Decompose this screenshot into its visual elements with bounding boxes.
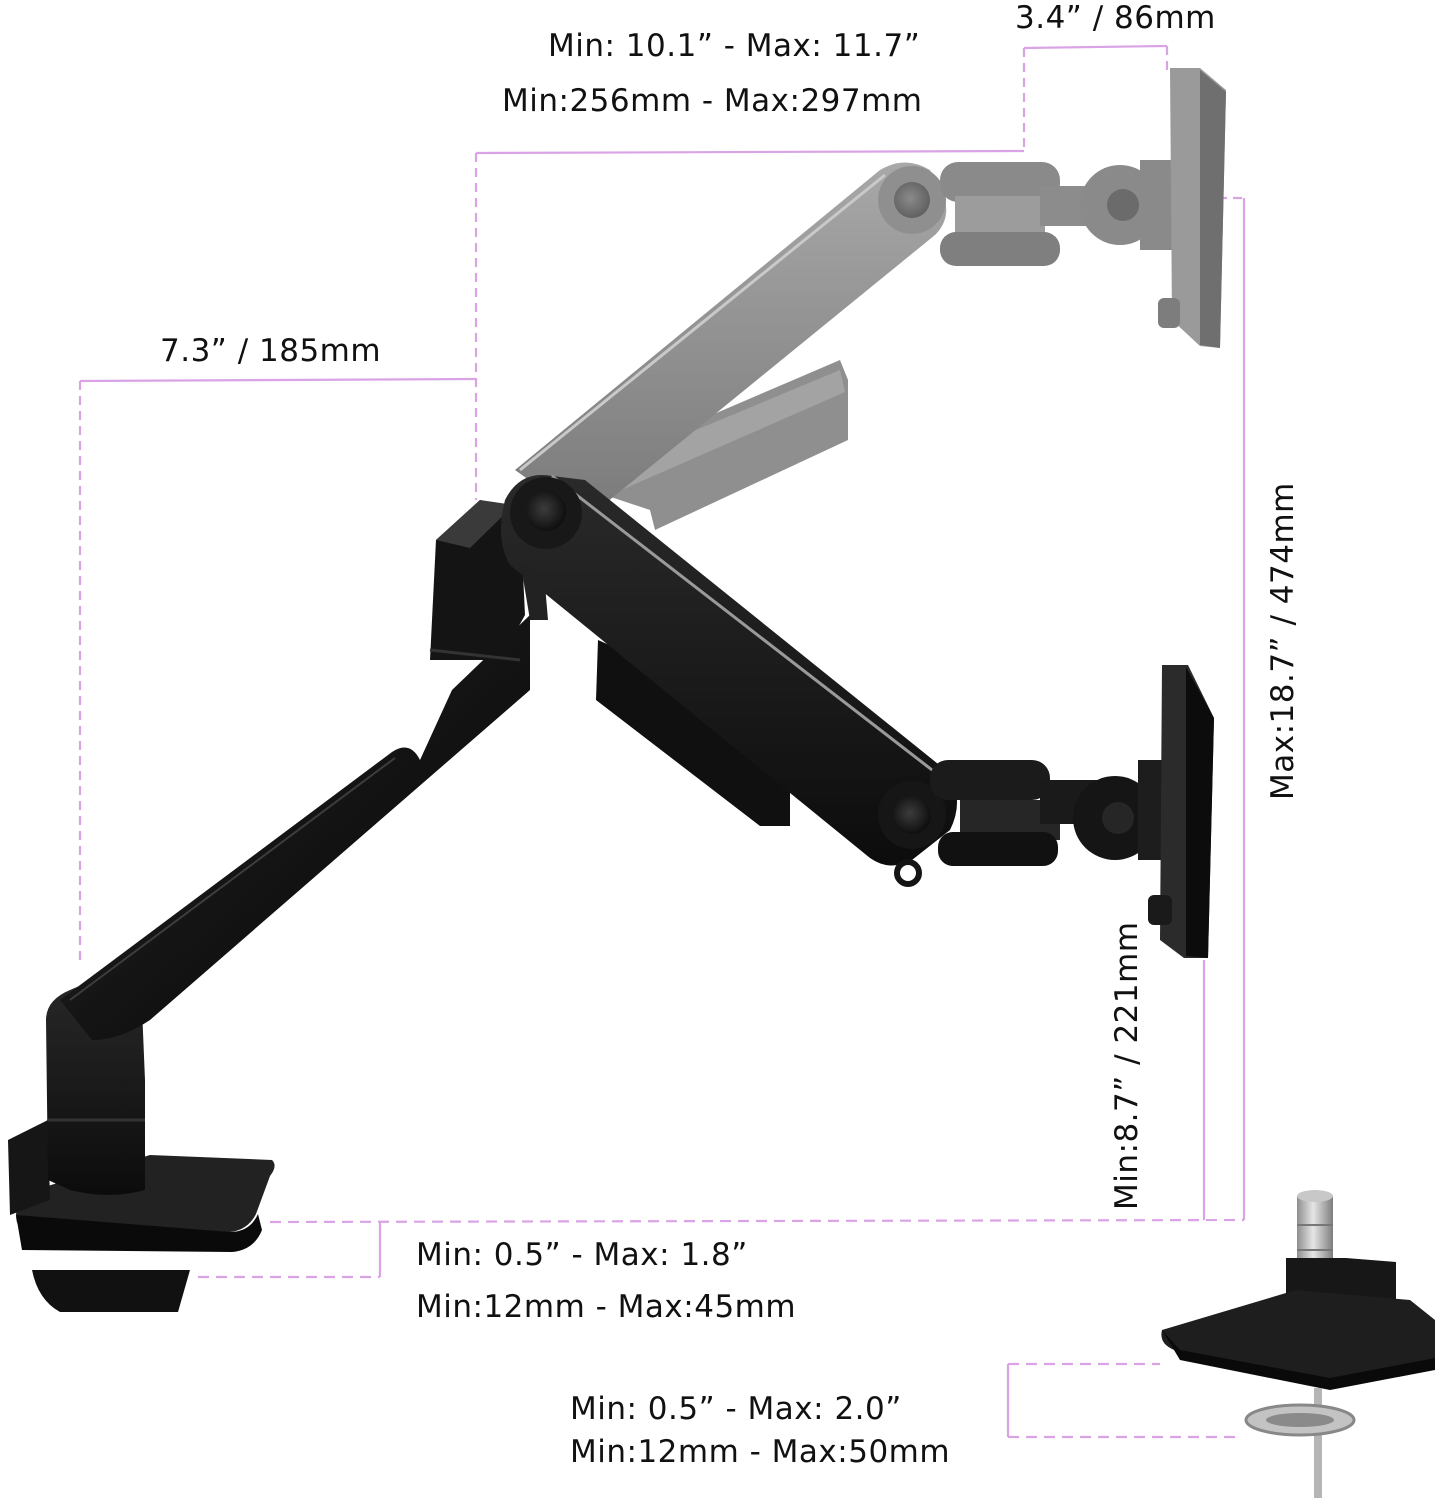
main-arm (8, 474, 1214, 1312)
grommet-mount (1161, 1190, 1435, 1498)
dimension-lines (78, 44, 1246, 1439)
arm-reach-metric-label: Min:256mm - Max:297mm (502, 83, 923, 119)
clamp-thickness-imperial-label: Min: 0.5” - Max: 1.8” (416, 1237, 748, 1273)
max-height-dimension-line (1218, 196, 1246, 1220)
raised-arm-ghost (515, 68, 1226, 530)
vesa-offset-dimension-line (1022, 44, 1169, 152)
arm-reach-imperial-label: Min: 10.1” - Max: 11.7” (548, 28, 921, 64)
min-height-label: Min:8.7” / 221mm (1109, 921, 1145, 1210)
pole-offset-label: 7.3” / 185mm (160, 333, 382, 369)
grommet-thickness-dimension-line (1006, 1362, 1240, 1439)
base-dimension-line (269, 1218, 1245, 1224)
arm-reach-dimension-line (474, 149, 1025, 500)
clamp-thickness-dimension-line (198, 1222, 382, 1279)
vesa-offset-label: 3.4” / 86mm (1015, 0, 1216, 36)
clamp-thickness-metric-label: Min:12mm - Max:45mm (416, 1289, 797, 1325)
grommet-thickness-metric-label: Min:12mm - Max:50mm (570, 1434, 951, 1470)
max-height-label: Max:18.7” / 474mm (1265, 482, 1301, 800)
pole-offset-dimension-line (78, 377, 477, 960)
grommet-thickness-imperial-label: Min: 0.5” - Max: 2.0” (570, 1391, 902, 1427)
